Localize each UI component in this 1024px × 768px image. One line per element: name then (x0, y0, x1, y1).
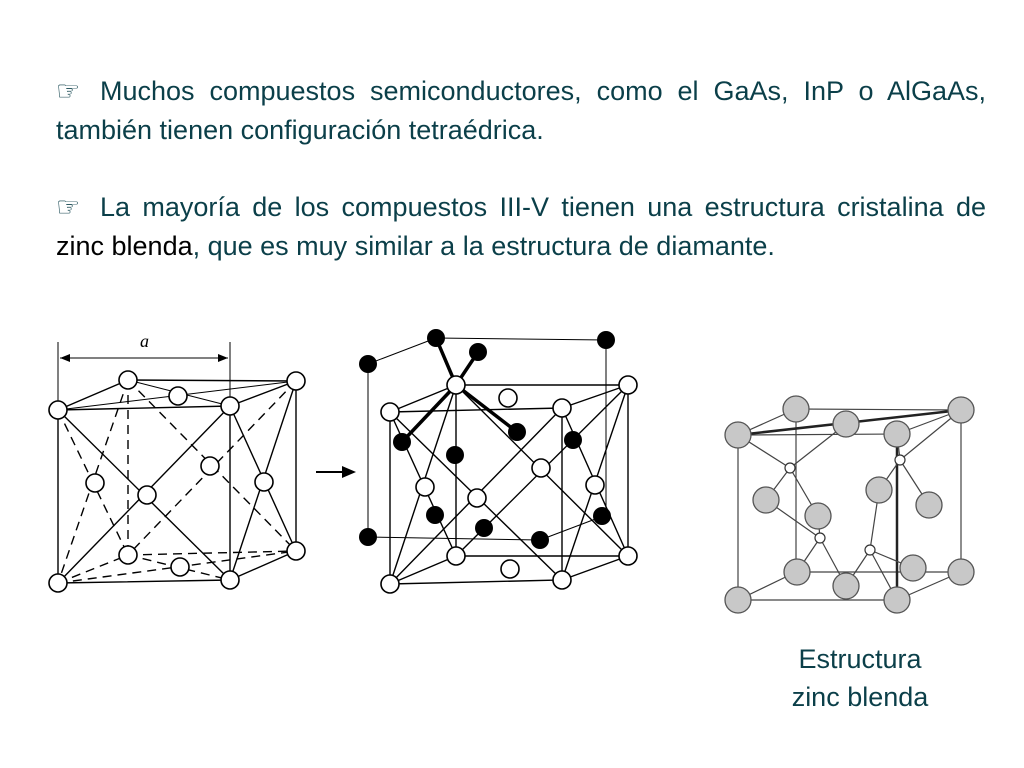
paragraph-zinc-text-after: , que es muy similar a la estructura de … (192, 231, 775, 261)
paragraph-zinc-blende: ☞ La mayoría de los compuestos III-V tien… (56, 188, 986, 266)
paragraph-gaas-text: Muchos compuestos semiconductores, como … (56, 76, 986, 145)
pointing-hand-icon: ☞ (56, 76, 81, 106)
lattice-constant-label: a (140, 331, 149, 351)
pointing-hand-icon: ☞ (56, 192, 81, 222)
transform-arrow (316, 466, 356, 478)
caption-line-2: zinc blenda (791, 682, 929, 712)
paragraph-gaas: ☞Muchos compuestos semiconductores, como… (56, 72, 986, 150)
paragraph-zinc-text-before: La mayoría de los compuestos III-V tiene… (100, 192, 986, 222)
caption-line-1: Estructura (798, 644, 922, 674)
zinc-blende-highlight: zinc blenda (56, 231, 193, 261)
figure-caption: Estructura zinc blenda (760, 640, 960, 716)
fcc-lattice-cube (48, 342, 306, 593)
zinc-blende-bonded-cube (359, 329, 638, 594)
zinc-blende-ball-model (724, 395, 975, 614)
